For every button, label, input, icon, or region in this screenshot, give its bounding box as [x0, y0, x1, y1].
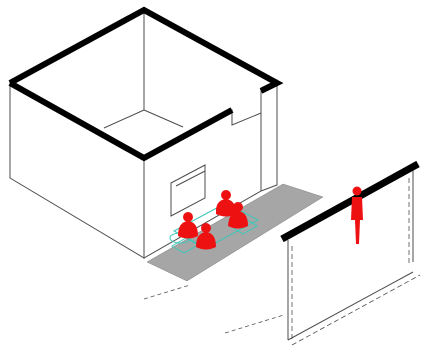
table-outline [172, 202, 260, 249]
screen-wall-dashed-bottom [291, 274, 421, 346]
window-sill-line [175, 170, 206, 187]
seated-person-2 [178, 212, 198, 239]
screen-wall-face [283, 168, 415, 336]
standing-person [351, 186, 363, 244]
screen-wall-bottom-edge [287, 271, 414, 341]
room-left-wall [9, 82, 145, 259]
seated-person-4 [196, 223, 216, 250]
seated-person-3 [228, 202, 248, 229]
room-right-wall [260, 79, 278, 192]
screen-wall-top-rim [280, 160, 420, 243]
dashed-outline [143, 284, 301, 334]
interior-floor-line-left [103, 109, 145, 129]
seated-people [178, 190, 248, 250]
window-opening [170, 164, 206, 217]
room-top-rim-back [8, 6, 284, 94]
room-top-rim-front [8, 80, 234, 162]
seated-person-1 [215, 190, 236, 217]
interior-floor-line-right [143, 109, 184, 128]
